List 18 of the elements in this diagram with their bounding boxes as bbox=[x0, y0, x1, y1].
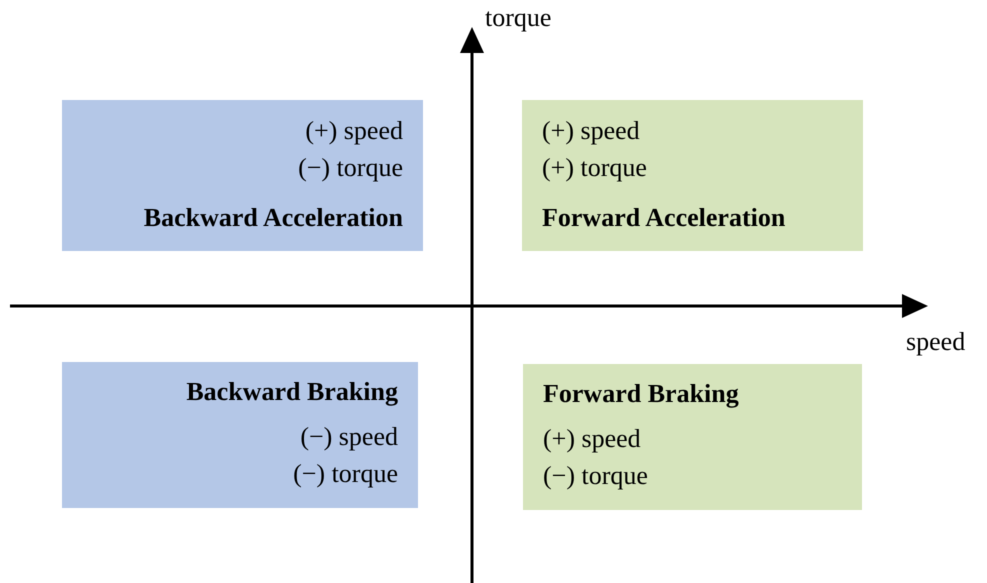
axis-label: torque bbox=[485, 2, 552, 34]
quadrant-box bbox=[523, 364, 862, 510]
quadrant-box bbox=[522, 100, 863, 251]
quadrant-box bbox=[62, 100, 423, 251]
axis-label: speed bbox=[906, 326, 966, 358]
quadrant-sign-text: (−) speed bbox=[300, 421, 398, 453]
quadrant-sign-text: (+) speed bbox=[305, 115, 403, 147]
quadrant-sign-text: (+) torque bbox=[542, 152, 647, 184]
quadrant-title: Backward Braking bbox=[186, 376, 398, 408]
quadrant-sign-text: (−) torque bbox=[298, 152, 403, 184]
quadrant-title: Forward Acceleration bbox=[542, 202, 786, 234]
quadrant-sign-text: (+) speed bbox=[543, 423, 641, 455]
quadrant-sign-text: (−) torque bbox=[293, 458, 398, 490]
quadrant-sign-text: (−) torque bbox=[543, 460, 648, 492]
quadrant-title: Backward Acceleration bbox=[144, 202, 403, 234]
quadrant-box bbox=[62, 362, 418, 508]
quadrant-title: Forward Braking bbox=[543, 378, 739, 410]
quadrant-sign-text: (+) speed bbox=[542, 115, 640, 147]
